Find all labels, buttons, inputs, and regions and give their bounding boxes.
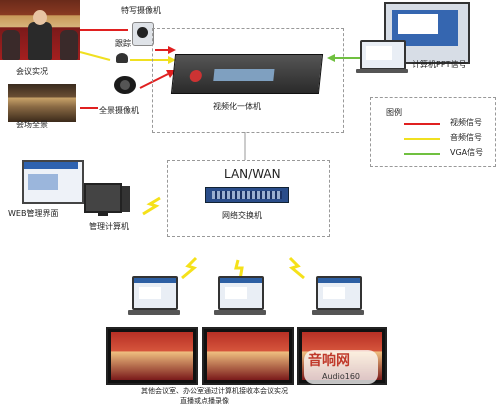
pc-ppt-laptop — [356, 40, 408, 74]
web-ui-label: WEB管理界面 — [8, 209, 59, 218]
net-bolt-3 — [288, 256, 305, 280]
footer-line-2: 直播或点播录像 — [180, 397, 229, 405]
legend-audio-line — [404, 138, 440, 140]
recording-unit-label: 视频化一体机 — [213, 102, 261, 111]
audio-arrow — [168, 56, 176, 64]
footer-line-1: 其他会议室、办公室通过计算机接收本会议实况 — [141, 387, 288, 395]
venue-panorama-label: 会场全景 — [16, 120, 48, 129]
closeup-camera-icon — [132, 22, 154, 46]
vga-arrow — [327, 54, 335, 62]
pc-ppt-label: 计算机PPT信号 — [412, 60, 467, 69]
audio-line-mic — [79, 51, 111, 61]
tracking-label: 跟踪 — [115, 39, 131, 48]
panorama-camera-icon — [114, 76, 136, 94]
network-switch-device — [205, 187, 289, 203]
video-arrow-1 — [168, 46, 176, 54]
watermark-main: 音响网 — [308, 353, 350, 369]
closeup-camera-label: 特写摄像机 — [121, 6, 161, 15]
legend-audio-label: 音频信号 — [450, 133, 482, 142]
client-laptop-2 — [214, 276, 266, 316]
mgmt-pc-tower — [122, 186, 130, 212]
lan-wan-label: LAN/WAN — [224, 167, 281, 181]
panorama-camera-label: 全景摄像机 — [99, 106, 139, 115]
microphone-icon — [116, 53, 128, 63]
network-switch-label: 网络交换机 — [222, 211, 262, 220]
client-monitor-2 — [202, 327, 294, 385]
client-monitor-1 — [106, 327, 198, 385]
lan-wan-box — [167, 160, 330, 237]
legend-box — [370, 97, 496, 167]
legend-video-line — [404, 123, 440, 125]
client-laptop-3 — [312, 276, 364, 316]
venue-panorama-photo — [8, 84, 76, 122]
mgmt-pc-label: 管理计算机 — [89, 222, 129, 231]
mgmt-pc-monitor — [84, 183, 128, 219]
client-laptop-1 — [128, 276, 180, 316]
web-ui-screen — [22, 160, 84, 204]
recording-unit-box — [152, 28, 344, 133]
legend-video-label: 视频信号 — [450, 118, 482, 127]
net-bolt-mgmt — [142, 196, 161, 216]
video-line-pano-to-unit — [139, 73, 169, 89]
legend-vga-label: VGA信号 — [450, 148, 484, 157]
watermark-sub: Audio160 — [322, 372, 361, 381]
legend-title: 图例 — [386, 108, 402, 117]
recording-unit-device — [170, 54, 324, 94]
net-bolt-1 — [181, 256, 198, 280]
legend-vga-line — [404, 153, 440, 155]
meeting-live-photo — [0, 0, 80, 60]
meeting-live-label: 会议实况 — [16, 67, 48, 76]
net-bolt-2 — [234, 259, 244, 281]
watermark-logo — [304, 350, 378, 384]
